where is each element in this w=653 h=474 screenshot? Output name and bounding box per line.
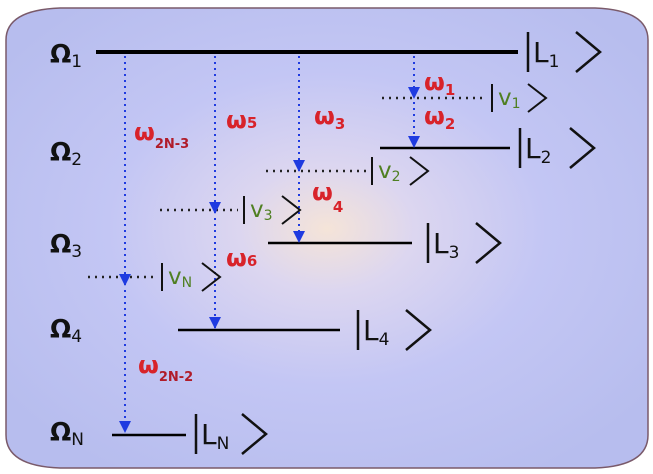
virtual-ket-1: v1: [491, 83, 548, 113]
svg-text:L2: L2: [525, 132, 551, 168]
frequency-label-n: ΩN: [50, 417, 84, 450]
transition-label-omega-1: ω1: [424, 68, 455, 99]
svg-text:L1: L1: [533, 36, 559, 72]
transition-label-omega-4: ω4: [312, 178, 343, 216]
svg-text:L3: L3: [433, 227, 459, 263]
svg-text:vN: vN: [168, 264, 192, 291]
transition-label-omega-3: ω3: [314, 102, 345, 133]
transition-label-omega-5: ω5: [226, 106, 257, 134]
virtual-ket-n: vN: [161, 262, 222, 292]
transition-label-omega-6: ω6: [226, 244, 257, 272]
svg-text:L4: L4: [363, 314, 389, 350]
level-ket-4: L4: [356, 309, 432, 351]
level-ket-1: L1: [526, 31, 602, 73]
svg-text:v3: v3: [250, 197, 273, 224]
transition-label-omega-2: ω2: [424, 102, 455, 133]
svg-text:LN: LN: [201, 418, 229, 454]
virtual-ket-3: v3: [243, 195, 302, 225]
background-frame: [5, 7, 649, 469]
frequency-label-3: Ω3: [50, 229, 82, 262]
svg-text:v2: v2: [378, 158, 401, 185]
frequency-label-4: Ω4: [50, 314, 82, 347]
frequency-label-1: Ω1: [50, 39, 82, 72]
transition-label-omega-2n-2: ω2N-2: [138, 351, 193, 385]
transition-label-omega-2n-3: ω2N-3: [134, 118, 189, 152]
level-ket-3: L3: [426, 222, 502, 264]
frequency-label-2: Ω2: [50, 137, 82, 170]
virtual-ket-2: v2: [371, 156, 430, 186]
level-ket-2: L2: [518, 127, 596, 169]
level-ket-n: LN: [194, 413, 268, 455]
svg-text:v1: v1: [498, 85, 521, 112]
